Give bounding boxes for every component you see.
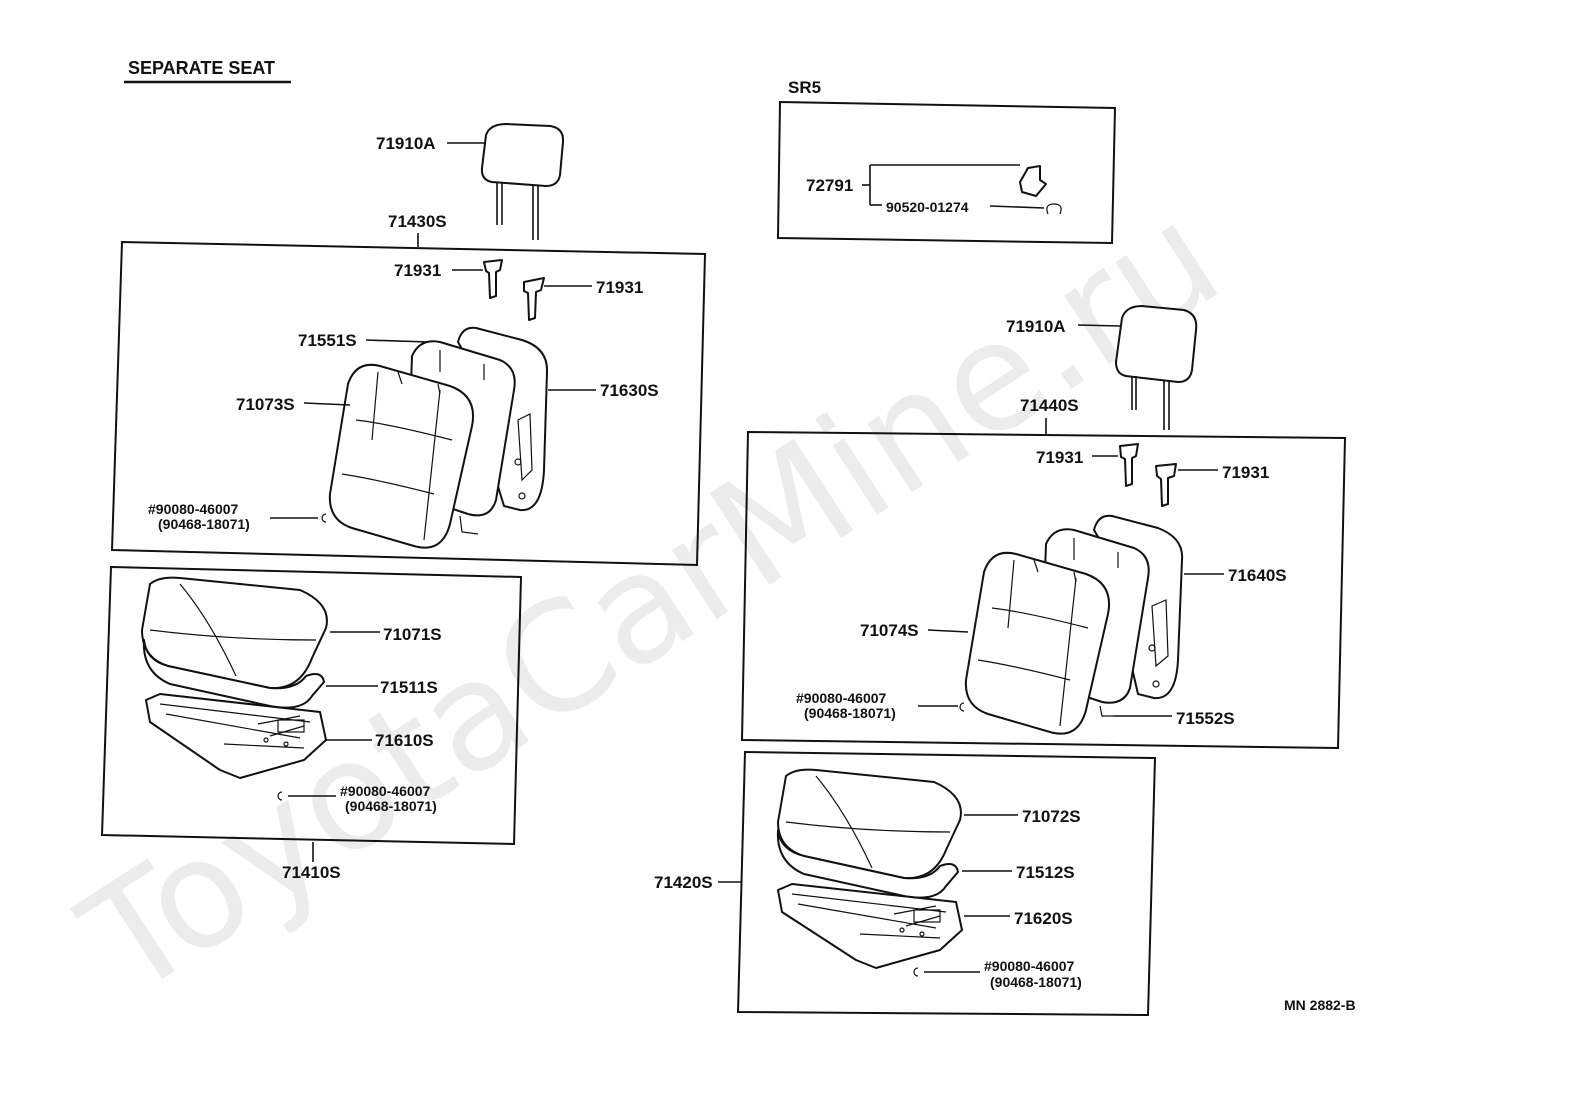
right-cushion-assy-box: [736, 750, 1157, 1017]
right-clip2-icon: [913, 967, 919, 977]
right-support-a-label: 71931: [1036, 448, 1083, 467]
right-cushion-frame[interactable]: [777, 883, 963, 969]
left-cushion-frame-label: 71610S: [375, 731, 434, 750]
right-back-cover-label: 71074S: [860, 621, 919, 640]
right-back-assy-label: 71440S: [1020, 396, 1079, 415]
left-support-b[interactable]: [523, 277, 545, 321]
right-cushion-pad[interactable]: [776, 829, 959, 899]
right-cushion-pad-label: 71512S: [1016, 863, 1075, 882]
left-support-b-label: 71931: [596, 278, 643, 297]
left-clip-label-b: (90468-18071): [158, 516, 250, 532]
sr5-box: [776, 100, 1117, 245]
left-clip-icon: [321, 513, 327, 523]
left-clip-label-a: #90080-46007: [148, 501, 239, 517]
right-support-b-label: 71931: [1222, 463, 1269, 482]
left-cushion-assy-box: [100, 565, 523, 846]
right-back-frame-label: 71640S: [1228, 566, 1287, 585]
left-cushion-cover-label: 71071S: [383, 625, 442, 644]
right-support-a[interactable]: [1119, 443, 1139, 487]
left-clip2-label-a: #90080-46007: [340, 783, 431, 799]
left-headrest[interactable]: [480, 123, 565, 240]
left-back-assy-label: 71430S: [388, 212, 447, 231]
right-back-assy-box: [740, 430, 1347, 750]
left-support-a[interactable]: [483, 259, 503, 299]
left-cushion-pad[interactable]: [142, 639, 325, 709]
left-cushion-assy-label: 71410S: [282, 863, 341, 882]
right-support-b[interactable]: [1155, 463, 1177, 507]
right-cushion-cover[interactable]: [777, 768, 962, 880]
right-back-cover[interactable]: [964, 551, 1110, 735]
figure-code: MN 2882-B: [1284, 997, 1356, 1013]
right-headrest-label: 71910A: [1006, 317, 1066, 336]
sr5-lever-label: 72791: [806, 176, 853, 195]
right-back-pad-label: 71552S: [1176, 709, 1235, 728]
left-clip2-label-b: (90468-18071): [345, 798, 437, 814]
right-clip-label-b: (90468-18071): [804, 705, 896, 721]
sr5-label: SR5: [788, 78, 821, 97]
left-back-assy-box: [110, 240, 707, 567]
right-clip-label-a: #90080-46007: [796, 690, 887, 706]
left-headrest-label: 71910A: [376, 134, 436, 153]
right-cushion-frame-label: 71620S: [1014, 909, 1073, 928]
left-clip2-icon: [277, 791, 283, 801]
right-clip2-label-b: (90468-18071): [990, 974, 1082, 990]
left-back-cover-label: 71073S: [236, 395, 295, 414]
left-cushion-frame[interactable]: [145, 693, 327, 779]
left-cushion-pad-label: 71511S: [380, 678, 438, 697]
right-clip-icon: [959, 702, 965, 712]
right-headrest[interactable]: [1115, 305, 1198, 430]
right-cushion-assy-label: 71420S: [654, 873, 713, 892]
left-support-a-label: 71931: [394, 261, 441, 280]
sr5-clip-label: 90520-01274: [886, 199, 969, 215]
sr5-clip-icon: [1046, 203, 1062, 215]
right-clip2-label-a: #90080-46007: [984, 958, 1075, 974]
right-cushion-cover-label: 71072S: [1022, 807, 1081, 826]
sr5-lever-part[interactable]: [1019, 165, 1047, 197]
left-back-cover[interactable]: [328, 363, 479, 549]
diagram-title: SEPARATE SEAT: [128, 58, 275, 78]
left-back-frame-label: 71630S: [600, 381, 659, 400]
left-back-pad-label: 71551S: [298, 331, 357, 350]
